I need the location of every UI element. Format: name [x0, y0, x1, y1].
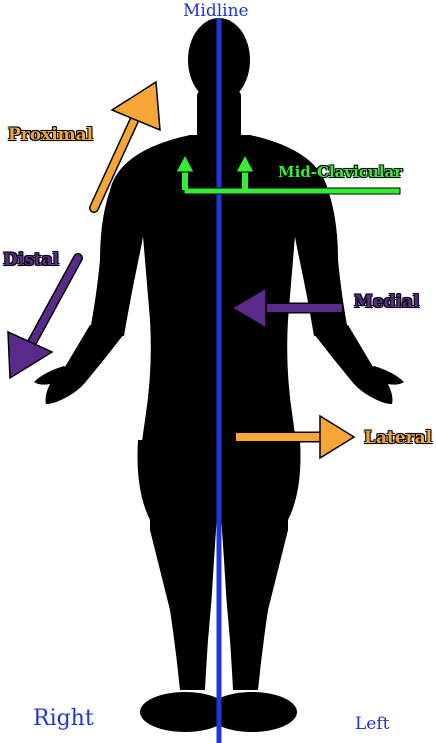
proximal-label: Proximal	[8, 125, 94, 145]
distal-arrow	[7, 253, 83, 380]
left-side-label: Left	[355, 714, 390, 734]
mid-clavicular-marker	[175, 153, 401, 195]
mid-clavicular-label: Mid-Clavicular	[278, 163, 403, 181]
proximal-arrow	[89, 80, 161, 213]
medial-arrow	[230, 286, 342, 330]
medial-label: Medial	[354, 292, 420, 312]
midline-label: Midline	[183, 1, 249, 21]
lateral-label: Lateral	[364, 428, 433, 448]
lateral-arrow	[236, 414, 356, 460]
distal-label: Distal	[3, 250, 60, 270]
right-side-label: Right	[33, 706, 94, 731]
